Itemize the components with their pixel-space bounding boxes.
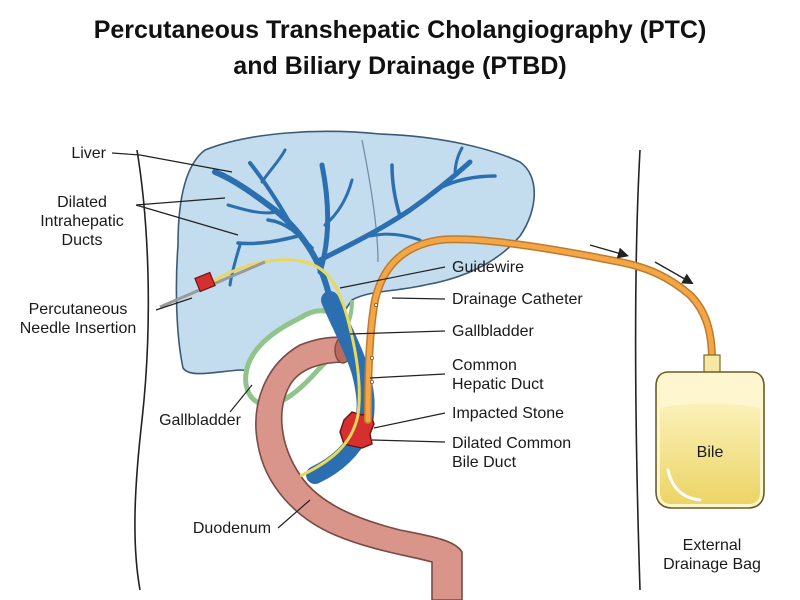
- drainage-catheter-core: [365, 236, 715, 423]
- label-duodenum: Duodenum: [193, 520, 271, 537]
- label-dilated-cbd-1: Dilated Common: [452, 435, 571, 452]
- needle-hub: [194, 271, 216, 293]
- drainage-bag-highlight: [666, 468, 702, 502]
- label-external-bag-1: External: [683, 537, 742, 554]
- drainage-bag-bile: [660, 403, 760, 504]
- label-needle-insertion-2: Needle Insertion: [20, 320, 137, 337]
- label-dilated-cbd-2: Bile Duct: [452, 454, 517, 471]
- body-outline-right: [634, 149, 641, 591]
- diagram-title-line-2: and Biliary Drainage (PTBD): [233, 52, 567, 80]
- duodenum-shape: [255, 336, 463, 600]
- guidewire: [209, 258, 361, 478]
- label-needle-insertion-1: Percutaneous: [29, 301, 128, 318]
- label-gallbladder-right: Gallbladder: [452, 323, 535, 340]
- flow-arrow-1: [589, 244, 630, 259]
- label-liver: Liver: [71, 145, 106, 162]
- label-common-hepatic-duct-2: Hepatic Duct: [452, 376, 544, 393]
- label-dilated-intrahepatic-3: Ducts: [62, 232, 103, 249]
- flow-arrow-2: [654, 261, 694, 285]
- label-bag-content: Bile: [697, 444, 724, 461]
- body-outline-left: [134, 149, 150, 591]
- label-common-hepatic-duct-1: Common: [452, 357, 517, 374]
- liver-lobe-divider: [361, 139, 379, 263]
- label-gallbladder-left: Gallbladder: [159, 412, 242, 429]
- label-dilated-intrahepatic-1: Dilated: [57, 194, 107, 211]
- label-impacted-stone: Impacted Stone: [452, 405, 564, 422]
- label-drainage-catheter: Drainage Catheter: [452, 291, 583, 308]
- catheter-side-holes: [369, 302, 378, 384]
- diagram-title-line-1: Percutaneous Transhepatic Cholangiograph…: [93, 16, 707, 44]
- liver-shape: [175, 130, 536, 375]
- label-guidewire: Guidewire: [452, 259, 524, 276]
- label-external-bag-2: Drainage Bag: [663, 556, 761, 573]
- leader-lines: [111, 152, 446, 529]
- intrahepatic-ducts: [212, 146, 497, 303]
- label-dilated-intrahepatic-2: Intrahepatic: [40, 213, 124, 230]
